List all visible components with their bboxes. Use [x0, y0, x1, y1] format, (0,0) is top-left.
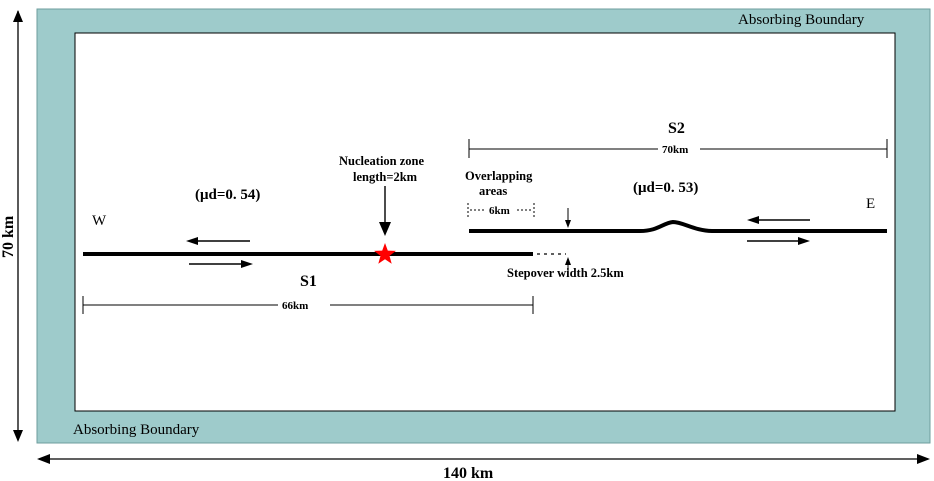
red-star-icon — [374, 243, 396, 264]
stepover-indicators — [565, 208, 571, 272]
fault2-length-label: 70km — [662, 144, 688, 156]
fault1-length-dimension: 66km — [82, 296, 534, 314]
nucleation-label-line1: Nucleation zone — [339, 154, 425, 168]
s1-slip-arrows — [186, 237, 253, 268]
stepover-label: Stepover width 2.5km — [507, 266, 624, 280]
overlap-label-line1: Overlapping — [465, 169, 533, 183]
s2-slip-arrows — [747, 216, 810, 245]
model-domain — [74, 32, 896, 412]
fault1-length-label: 66km — [282, 300, 308, 312]
boundary-label-bottom: Absorbing Boundary — [73, 422, 200, 438]
width-dimension-label: 140 km — [443, 465, 494, 481]
fault2-friction-label: (μd=0. 53) — [633, 180, 698, 196]
nucleation-label-line2: length=2km — [353, 170, 418, 184]
width-dimension: 140 km — [37, 454, 930, 481]
fault2-length-dimension: 70km — [468, 139, 888, 158]
fault1-name: S1 — [300, 273, 317, 290]
overlap-length-dimension: 6km — [467, 203, 535, 217]
boundary-label-top: Absorbing Boundary — [738, 12, 865, 28]
height-dimension: 70 km — [0, 10, 23, 442]
fault-s2 — [469, 219, 887, 233]
fault1-friction-label: (μd=0. 54) — [195, 187, 260, 203]
nucleation-arrowhead — [379, 222, 391, 236]
west-label: W — [92, 213, 107, 229]
height-dimension-label: 70 km — [0, 215, 17, 258]
overlap-label-line2: areas — [479, 184, 507, 198]
east-label: E — [866, 196, 875, 212]
overlap-length-label: 6km — [489, 205, 510, 217]
fault2-name: S2 — [668, 120, 685, 137]
